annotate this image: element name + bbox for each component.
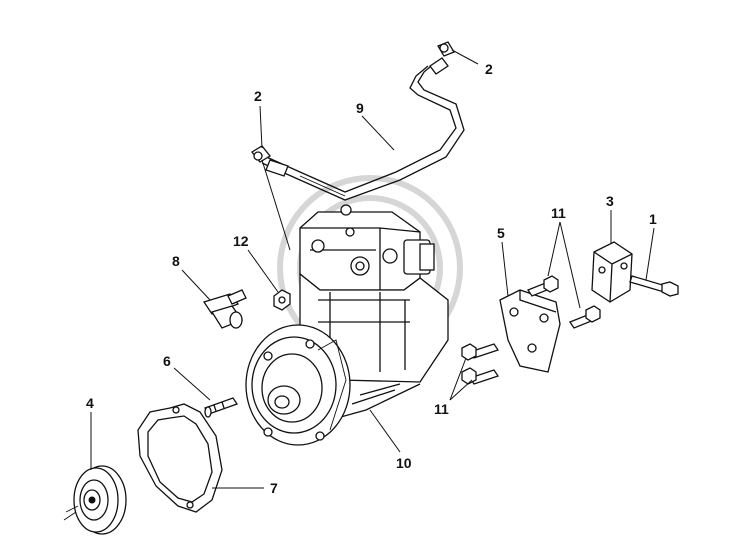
callout-4: 4 <box>86 395 94 411</box>
callout-labels: 1 2 2 3 4 5 6 7 8 9 10 11 11 12 <box>86 61 657 496</box>
leader-lines <box>90 49 655 489</box>
callout-2-top-right: 2 <box>485 61 493 77</box>
callout-8: 8 <box>172 253 180 269</box>
callout-5: 5 <box>497 225 505 241</box>
pin-part <box>203 397 239 418</box>
spacer-block <box>591 241 633 303</box>
bolt-set <box>461 275 601 385</box>
callout-10: 10 <box>396 455 412 471</box>
callout-2-left: 2 <box>254 88 262 104</box>
long-bolt <box>629 275 679 297</box>
callout-1: 1 <box>649 211 657 227</box>
callout-11-top: 11 <box>551 205 566 221</box>
bracket-part <box>499 289 561 373</box>
callout-7: 7 <box>270 480 278 496</box>
callout-9: 9 <box>356 100 364 116</box>
elbow-fitting <box>202 289 247 329</box>
pipe-assembly <box>251 41 465 201</box>
callout-11-bottom: 11 <box>434 401 449 417</box>
callout-6: 6 <box>163 353 171 369</box>
nut-part <box>273 289 291 311</box>
callout-3: 3 <box>606 193 614 209</box>
gear-part <box>63 465 127 535</box>
gasket-part <box>137 403 223 513</box>
callout-12: 12 <box>233 233 249 249</box>
compressor-body <box>245 204 449 446</box>
